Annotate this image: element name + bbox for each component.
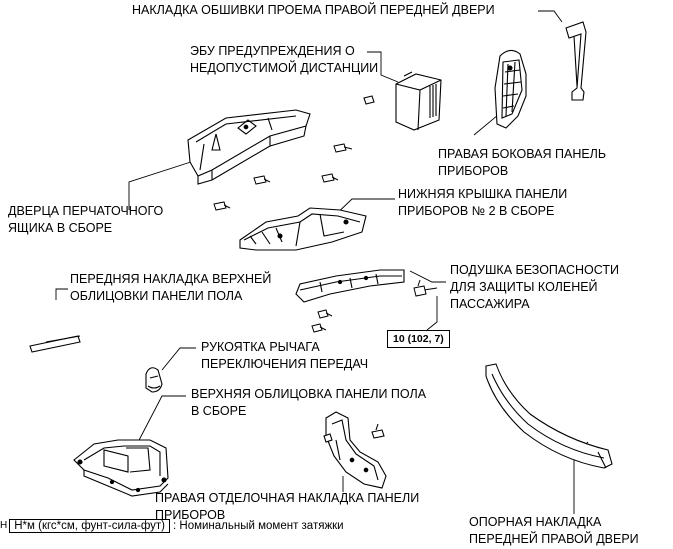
- glove-compartment-door: [187, 109, 311, 185]
- knee-airbag-assembly: [295, 269, 405, 303]
- label-glove-compartment-door: ДВЕРЦА ПЕРЧАТОЧНОГО ЯЩИКА В СБОРЕ: [8, 204, 164, 235]
- legend-prefix: Н: [0, 520, 8, 532]
- upper-console-panel: [73, 439, 169, 497]
- airbag-bolts: [311, 279, 427, 333]
- label-right-side-instrument-panel: ПРАВАЯ БОКОВАЯ ПАНЕЛЬ ПРИБОРОВ: [438, 147, 607, 178]
- instrument-lower-cover-no2: [239, 207, 367, 251]
- right-finish-panel: [323, 411, 387, 489]
- label-right-door-opening-trim: НАКЛАДКА ОБШИВКИ ПРОЕМА ПРАВОЙ ПЕРЕДНЕЙ …: [132, 3, 495, 17]
- front-trim-strip: [29, 335, 81, 353]
- right-side-instrument-panel: [494, 49, 527, 129]
- label-instrument-lower-cover-no2: НИЖНЯЯ КРЫШКА ПАНЕЛИ ПРИБОРОВ № 2 В СБОР…: [398, 187, 568, 218]
- label-right-finish-panel: ПРАВАЯ ОТДЕЛОЧНАЯ НАКЛАДКА ПАНЕЛИ ПРИБОР…: [155, 491, 420, 522]
- label-front-trim-strip: ПЕРЕДНЯЯ НАКЛАДКА ВЕРХНЕЙ ОБЛИЦОВКИ ПАНЕ…: [70, 272, 272, 303]
- distance-warning-ecu: [363, 71, 442, 131]
- right-door-opening-trim: [565, 21, 587, 101]
- shift-lever-knob: [145, 367, 163, 393]
- torque-value-box: 10 (102, 7): [387, 330, 450, 348]
- label-door-scuff-plate: ОПОРНАЯ НАКЛАДКА ПЕРЕДНЕЙ ПРАВОЙ ДВЕРИ: [469, 515, 639, 546]
- glovebox-screws: [213, 143, 353, 211]
- legend-unit-box: Н*м (кгс*см, фунт-сила-фут): [9, 519, 171, 533]
- label-knee-airbag: ПОДУШКА БЕЗОПАСНОСТИ ДЛЯ ЗАЩИТЫ КОЛЕНЕЙ …: [450, 263, 619, 311]
- label-upper-console-panel: ВЕРХНЯЯ ОБЛИЦОВКА ПАНЕЛИ ПОЛА В СБОРЕ: [191, 387, 427, 418]
- door-scuff-plate: [485, 363, 613, 469]
- legend-description: : Номинальный момент затяжки: [173, 520, 344, 532]
- label-shift-lever-knob: РУКОЯТКА РЫЧАГА ПЕРЕКЛЮЧЕНИЯ ПЕРЕДАЧ: [201, 340, 369, 371]
- label-distance-warning-ecu: ЭБУ ПРЕДУПРЕЖДЕНИЯ О НЕДОПУСТИМОЙ ДИСТАН…: [190, 44, 379, 75]
